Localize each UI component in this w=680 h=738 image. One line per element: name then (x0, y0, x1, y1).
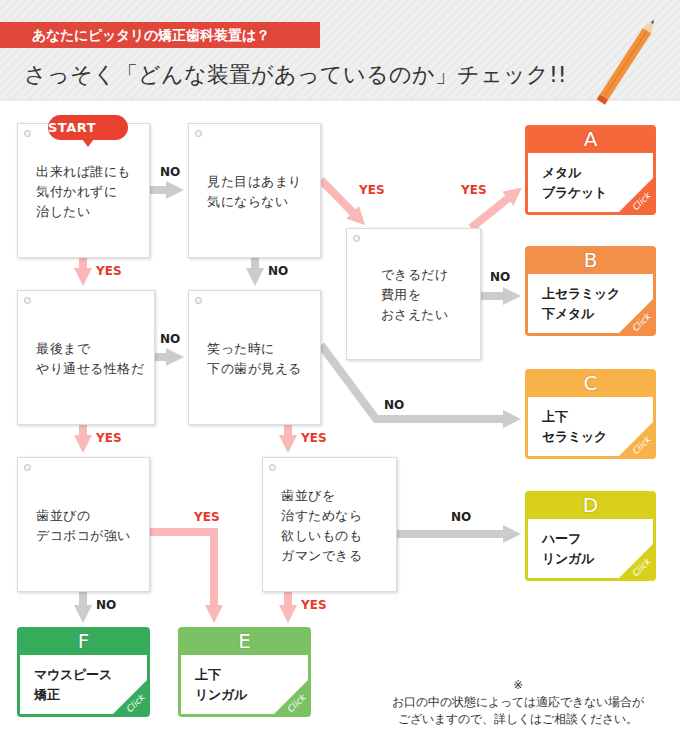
punch-hole (24, 130, 31, 137)
flow-arrow (150, 186, 170, 194)
result-box: E上下 リンガルClick (178, 627, 311, 717)
result-letter: F (17, 627, 150, 655)
question-text: 見た目はあまり 気にならない (207, 172, 302, 212)
flow-arrow (150, 532, 214, 609)
result-box: Dハーフ リンガルClick (525, 491, 656, 581)
start-label: START (48, 115, 96, 140)
edge-label: YES (357, 183, 387, 197)
question-box: できるだけ 費用を おさえたい (346, 228, 481, 360)
edge-label: YES (299, 431, 329, 445)
result-letter: D (525, 491, 656, 519)
tab-label: あなたにピッタリの矯正歯科装置は？ (32, 24, 270, 46)
edge-label: NO (488, 270, 512, 284)
flow-arrow (79, 592, 87, 609)
result-box: B上セラミック 下メタルClick (525, 246, 656, 336)
chart-title: さっそく「どんな装置があっているのか」チェック!! (24, 61, 567, 89)
flow-arrow (251, 258, 259, 272)
result-name: 上セラミック 下メタル (542, 284, 620, 324)
edge-label: YES (192, 510, 222, 524)
pencil-lead (651, 19, 656, 24)
pencil-tip (643, 17, 658, 33)
question-box: 笑った時に 下の歯が見える (188, 290, 321, 425)
flow-arrow (321, 180, 355, 215)
question-text: 歯並びの デコボコが強い (36, 506, 131, 546)
question-box: 最後まで やり通せる性格だ (17, 290, 155, 425)
flow-arrow (397, 530, 507, 538)
flow-arrow (284, 425, 292, 439)
edge-label: NO (266, 264, 290, 278)
result-box: Fマウスピース 矯正Click (17, 627, 150, 717)
question-box: 見た目はあまり 気にならない (188, 123, 321, 258)
flow-arrow (284, 592, 292, 609)
edge-label: NO (382, 398, 406, 412)
pencil-icon (597, 17, 659, 105)
punch-hole (269, 464, 276, 471)
result-letter: A (525, 125, 656, 153)
badge-tail (82, 139, 94, 147)
footnote: ※お口の中の状態によっては適応できない場合が ございますので、詳しくはご相談くだ… (392, 677, 644, 728)
edge-label: NO (158, 332, 182, 346)
edge-label: NO (158, 165, 182, 179)
result-name: マウスピース 矯正 (34, 665, 112, 705)
result-letter: C (525, 369, 656, 397)
question-text: 出来れば誰にも 気付かれずに 治したい (36, 162, 131, 222)
punch-hole (195, 297, 202, 304)
question-text: 最後まで やり通せる性格だ (36, 339, 144, 379)
edge-label: YES (94, 431, 124, 445)
flow-arrow (481, 292, 507, 300)
punch-hole (353, 235, 360, 242)
edge-label: YES (459, 183, 489, 197)
result-box: Aメタル ブラケットClick (525, 125, 656, 215)
header-rule (0, 100, 680, 101)
title-tab (0, 22, 320, 48)
question-text: 歯並びを 治すためなら 欲しいものも ガマンできる (281, 486, 362, 566)
header-band (0, 0, 680, 100)
flow-arrow (155, 353, 170, 361)
question-text: 笑った時に 下の歯が見える (207, 339, 302, 379)
punch-hole (24, 297, 31, 304)
result-name: メタル ブラケット (542, 163, 607, 203)
start-badge: START (48, 115, 128, 140)
flow-arrow (471, 196, 511, 228)
result-box: C上下 セラミックClick (525, 369, 656, 459)
question-box: 出来れば誰にも 気付かれずに 治したいSTART (17, 123, 150, 258)
edge-label: NO (94, 598, 118, 612)
edge-label: NO (449, 510, 473, 524)
result-letter: B (525, 246, 656, 274)
pencil-body (600, 28, 651, 100)
edge-label: YES (94, 264, 124, 278)
edge-label: YES (299, 598, 329, 612)
result-name: 上下 セラミック (542, 407, 607, 447)
flow-arrow (79, 258, 87, 272)
result-letter: E (178, 627, 311, 655)
pencil-edge (604, 31, 647, 97)
badge-tail-shape (82, 139, 94, 147)
punch-hole (24, 464, 31, 471)
question-text: できるだけ 費用を おさえたい (381, 265, 449, 325)
question-box: 歯並びを 治すためなら 欲しいものも ガマンできる (262, 457, 397, 592)
question-box: 歯並びの デコボコが強い (17, 457, 150, 592)
flow-arrow (79, 425, 87, 439)
result-name: 上下 リンガル (195, 665, 247, 705)
result-name: ハーフ リンガル (542, 529, 594, 569)
punch-hole (195, 130, 202, 137)
